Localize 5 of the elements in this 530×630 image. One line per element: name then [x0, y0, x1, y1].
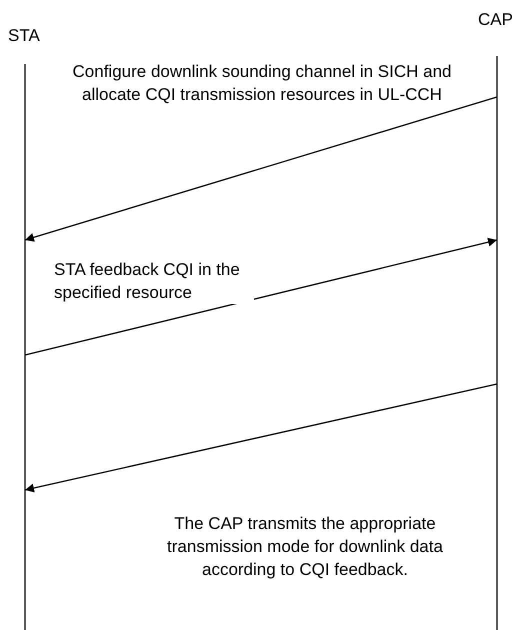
- participant-label: CAP: [478, 10, 513, 30]
- message-arrow: [24, 238, 498, 356]
- message-arrow: [24, 383, 498, 492]
- participant-label: STA: [8, 26, 40, 46]
- message-arrow: [24, 96, 498, 242]
